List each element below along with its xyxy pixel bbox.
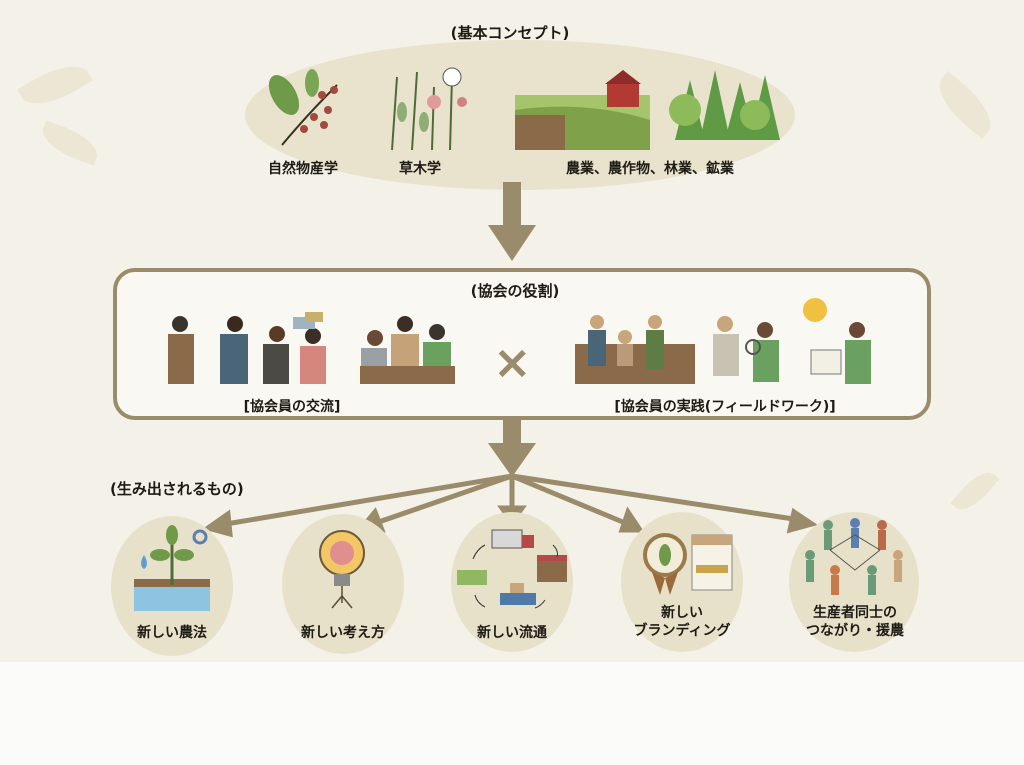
output-label: 新しい農法 — [137, 625, 207, 641]
output-label: 生産者同士の つながり・援農 — [790, 604, 920, 640]
role-right-label: [協会員の実践(フィールドワーク)] — [614, 399, 836, 415]
lightbulb-brain-icon — [319, 530, 365, 609]
output-label-line2: ブランディング — [633, 623, 731, 639]
brand-badge-icon — [643, 533, 733, 595]
output-label: 新しい考え方 — [301, 625, 385, 641]
arrow-down-icon — [488, 225, 536, 261]
role-left-label: [協会員の交流] — [243, 399, 341, 415]
logistics-cycle-icon — [457, 529, 567, 609]
outputs-title: (生み出されるもの) — [110, 480, 244, 498]
concept-label: 草木学 — [399, 161, 441, 177]
output-label-line2: つながり・援農 — [806, 623, 904, 639]
berry-branch-icon — [268, 69, 338, 146]
role-box — [113, 268, 931, 420]
wildflowers-icon — [391, 67, 467, 151]
blank-area — [0, 662, 1024, 765]
role-title: (協会の役割) — [470, 282, 560, 300]
flow-arrow — [503, 420, 521, 445]
farm-forest-icon — [515, 70, 780, 150]
output-label: 新しい ブランディング — [621, 604, 743, 640]
members-exchange-icon — [168, 312, 455, 384]
output-label: 新しい流通 — [477, 625, 547, 641]
concept-title: (基本コンセプト) — [450, 24, 570, 42]
multiply-icon: × — [493, 335, 532, 389]
sprout-tech-icon — [134, 525, 210, 611]
diagram-canvas: (基本コンセプト) 自然物産学 草木学 農業、農作物、林業、鉱業 (協会の役割) — [0, 0, 1024, 662]
fieldwork-icon — [575, 298, 871, 384]
concept-label: 自然物産学 — [268, 161, 338, 177]
fan-arrows — [202, 473, 818, 538]
community-circle-icon — [805, 518, 903, 595]
flow-arrow — [503, 182, 521, 227]
concept-label: 農業、農作物、林業、鉱業 — [566, 161, 734, 177]
arrow-down-icon — [488, 443, 536, 477]
output-label-line1: 生産者同士の — [813, 605, 897, 621]
output-label-line1: 新しい — [661, 605, 703, 621]
